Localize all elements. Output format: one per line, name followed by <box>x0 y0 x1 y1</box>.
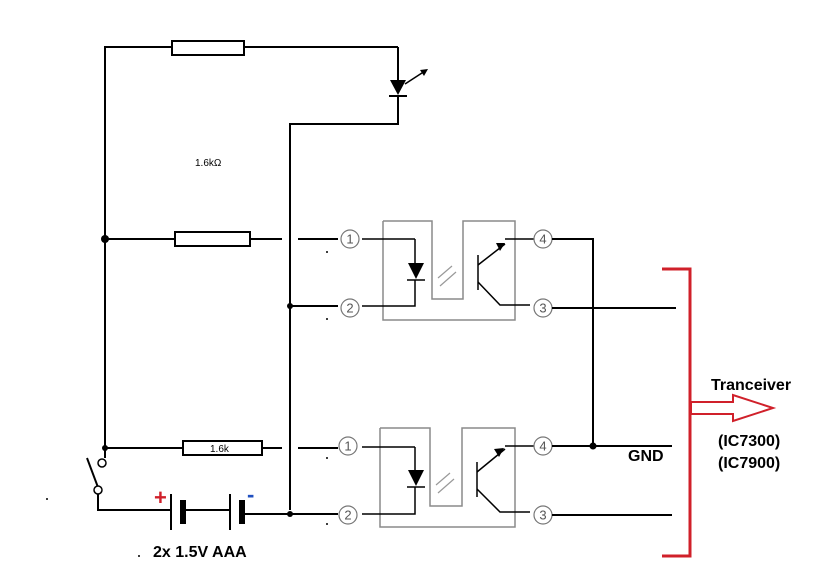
ic7900-label: (IC7900) <box>718 455 780 472</box>
resistor-top-label: 1.6kΩ <box>195 158 222 169</box>
optocoupler-2 <box>362 427 534 528</box>
left-rail <box>104 46 399 510</box>
battery-plus-label: + <box>154 485 167 510</box>
opto1-pin-1: 1 <box>346 232 353 247</box>
output-wiring <box>552 238 676 516</box>
battery-minus-label: - <box>247 482 254 507</box>
ic7300-label: (IC7300) <box>718 433 780 450</box>
opto2-pin-4: 4 <box>539 439 546 454</box>
arrow-right-icon <box>690 393 777 423</box>
opto1-pin-2: 2 <box>346 301 353 316</box>
resistor-top <box>171 40 245 56</box>
tranceiver-label: Tranceiver <box>711 377 791 394</box>
bracket-icon <box>662 267 692 558</box>
resistor-bottom <box>182 440 263 456</box>
gnd-label: GND <box>628 448 664 465</box>
opto1-input-wiring <box>101 235 338 309</box>
opto2-pin-1: 1 <box>344 439 351 454</box>
resistor-bottom-label: 1.6k <box>210 444 230 455</box>
opto2-pin-3: 3 <box>539 508 546 523</box>
battery-icon <box>170 494 290 530</box>
opto1-pin-4: 4 <box>539 232 546 247</box>
battery-label: 2x 1.5V AAA <box>153 544 247 561</box>
resistor-middle <box>174 231 251 247</box>
opto2-pin-2: 2 <box>344 508 351 523</box>
switch-icon <box>86 448 170 511</box>
optocoupler-1 <box>362 220 534 321</box>
opto1-pin-3: 3 <box>539 301 546 316</box>
led-icon <box>389 69 428 97</box>
